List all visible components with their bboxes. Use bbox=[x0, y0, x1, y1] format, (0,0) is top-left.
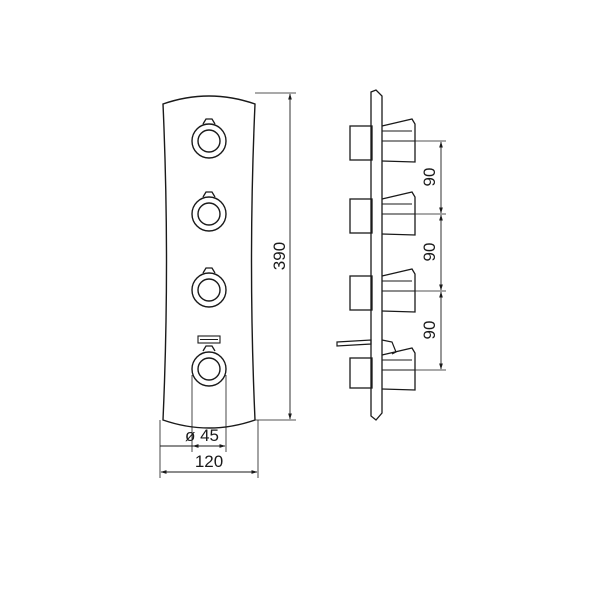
knob-with-diverter-icon bbox=[191, 335, 227, 387]
spacing-label-1: 90 bbox=[420, 168, 439, 187]
round-knob-icon bbox=[191, 267, 227, 308]
knob-profile-icon bbox=[349, 268, 416, 313]
side-view: 90 90 90 bbox=[336, 89, 446, 421]
round-knob-icon bbox=[191, 118, 227, 159]
front-view: 390 ø 45 120 bbox=[159, 92, 296, 478]
knob-profile-icon bbox=[349, 191, 416, 236]
diameter-label: ø 45 bbox=[185, 426, 219, 445]
width-dimension: 120 bbox=[159, 420, 259, 478]
knob-with-spout-profile-icon bbox=[336, 339, 416, 391]
side-plate-profile bbox=[370, 89, 383, 421]
spacing-label-3: 90 bbox=[420, 321, 439, 340]
front-plate-outline bbox=[162, 95, 256, 429]
width-label: 120 bbox=[195, 452, 223, 471]
spacing-label-2: 90 bbox=[420, 243, 439, 262]
spacing-dimension: 90 90 90 bbox=[415, 140, 446, 371]
knob-profile-icon bbox=[349, 118, 416, 163]
height-dimension: 390 bbox=[255, 92, 296, 421]
height-label: 390 bbox=[270, 242, 289, 270]
diameter-dimension: ø 45 bbox=[160, 375, 227, 452]
round-knob-icon bbox=[191, 191, 227, 232]
